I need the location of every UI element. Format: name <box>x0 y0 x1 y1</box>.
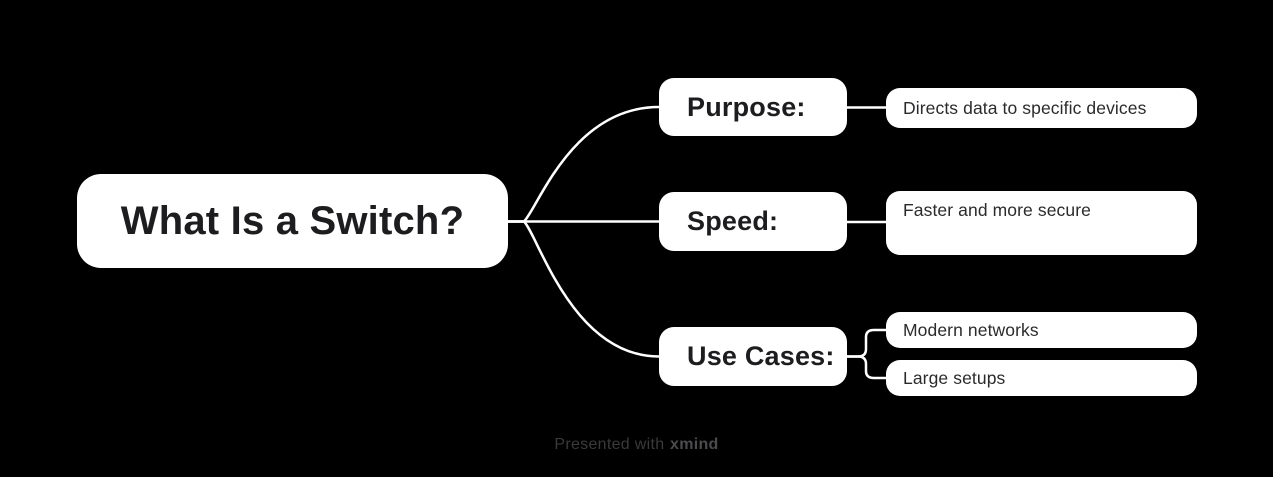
branch-node-speed[interactable]: Speed: <box>659 192 847 251</box>
leaf-label-directs-data: Directs data to specific devices <box>903 97 1147 118</box>
connector-root-to-purpose <box>506 105 661 223</box>
leaf-node-directs-data[interactable]: Directs data to specific devices <box>886 88 1197 128</box>
leaf-label-modern-networks: Modern networks <box>903 319 1039 340</box>
leaf-label-large-setups: Large setups <box>903 367 1006 388</box>
xmind-brand-text: xmind <box>670 436 719 453</box>
presented-with-footer: Presented with xmind <box>0 436 1273 454</box>
branch-node-use-cases[interactable]: Use Cases: <box>659 327 847 386</box>
footer-prefix-text: Presented with <box>554 436 665 453</box>
leaf-node-large-setups[interactable]: Large setups <box>886 360 1197 396</box>
connector-root-to-usecases <box>506 220 661 358</box>
branch-node-purpose[interactable]: Purpose: <box>659 78 847 136</box>
leaf-node-modern-networks[interactable]: Modern networks <box>886 312 1197 348</box>
connector-usecases-to-large <box>845 355 888 380</box>
branch-label-use-cases: Use Cases: <box>687 341 835 371</box>
leaf-node-faster-secure[interactable]: Faster and more secure <box>886 191 1197 255</box>
branch-label-speed: Speed: <box>687 206 779 236</box>
branch-label-purpose: Purpose: <box>687 91 806 122</box>
connector-usecases-to-modern <box>845 328 888 358</box>
root-topic-label: What Is a Switch? <box>120 198 465 243</box>
leaf-label-faster-secure: Faster and more secure <box>903 200 1091 220</box>
root-topic-node[interactable]: What Is a Switch? <box>77 174 508 268</box>
